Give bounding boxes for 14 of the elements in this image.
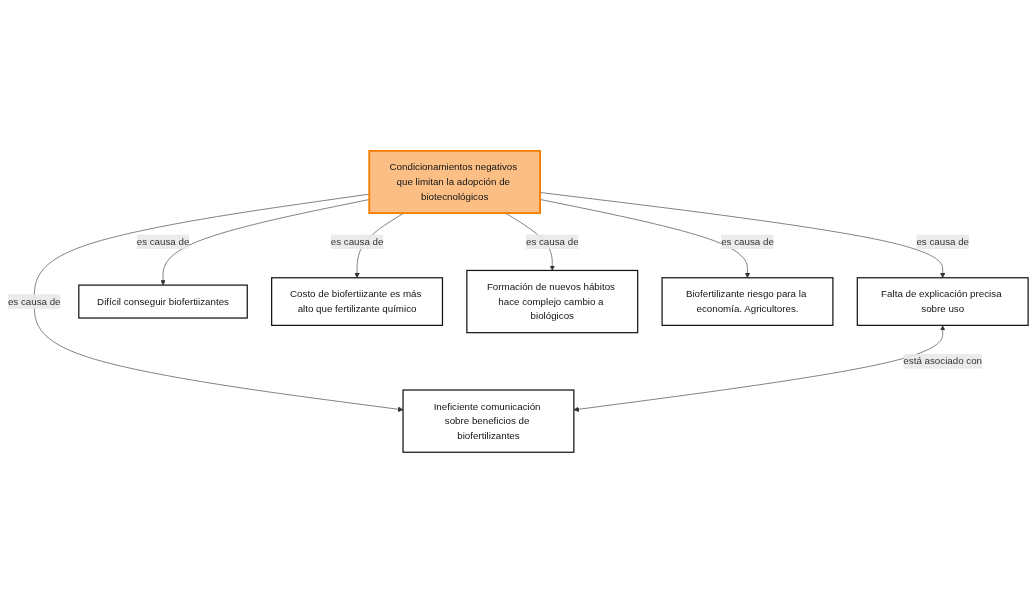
node-box: Formación de nuevos hábitos hace complejo cambio a biológicos: [466, 269, 639, 334]
node-box: Biofertilizante riesgo para la economía. Agricultores.: [661, 277, 834, 326]
node-box: Ineficiente comunicación sobre beneficios de biofertilizantes: [402, 389, 575, 453]
node-box: Difícil conseguir biofertiizantes: [78, 284, 248, 319]
edge-label: es causa de: [721, 236, 774, 247]
edge-label: es causa de: [916, 236, 970, 247]
edge-label: es causa de: [7, 296, 61, 307]
edge-label: es causa de: [136, 236, 190, 247]
node-box: Costo de biofertiizante es más alto que fertilizante químico: [271, 277, 444, 326]
node-box: Falta de explicación precisa sobre uso: [856, 277, 1029, 326]
node-box: Condicionamientos negativos que limitan la adopción de biotecnológicos: [368, 149, 541, 214]
edge-label: es causa de: [330, 236, 384, 247]
edge-label: está asociado con: [903, 355, 983, 367]
edge-label: es causa de: [525, 236, 579, 247]
